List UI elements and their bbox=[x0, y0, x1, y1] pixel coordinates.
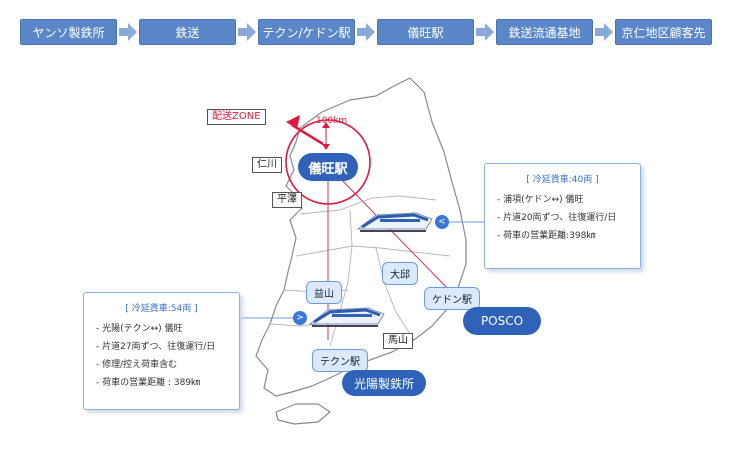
radius-label: 100km bbox=[316, 116, 348, 126]
arrow-right-icon bbox=[357, 23, 375, 41]
city-incheon: 仁川 bbox=[252, 157, 282, 173]
step-distribution-base: 鉄送流通基地 bbox=[496, 19, 593, 45]
info-line: - 片道27両ずつ、往復運行/日 bbox=[96, 342, 216, 352]
tekun-station: テクン駅 bbox=[312, 349, 368, 372]
step-keijin-customers: 京仁地区顧客先 bbox=[615, 19, 712, 45]
zone-arrow-icon bbox=[286, 115, 300, 129]
delivery-zone-label: 配送ZONE bbox=[207, 109, 266, 125]
uiwang-station-badge: 儀旺駅 bbox=[298, 153, 358, 181]
posco-badge: POSCO bbox=[463, 307, 541, 335]
arrow-right-icon bbox=[595, 23, 613, 41]
chevron-left-icon[interactable]: < bbox=[435, 215, 449, 229]
step-uiwang-station: 儀旺駅 bbox=[377, 19, 474, 45]
info-line: - 片道20両ずつ、往復運行/日 bbox=[497, 213, 617, 223]
train-icon bbox=[356, 212, 433, 232]
city-daegu: 大邱 bbox=[382, 262, 418, 285]
city-iksan: 益山 bbox=[306, 281, 342, 304]
info-panel-title: [ 冷延貨車:54両 ] bbox=[125, 304, 198, 314]
info-line: - 修理/控え荷車含む bbox=[96, 360, 178, 370]
info-line: - 荷車の営業距離 : 389㎞ bbox=[96, 378, 201, 388]
step-tekun-gedon-station: テクン/ケドン駅 bbox=[258, 19, 355, 45]
info-line: - 荷車の営業距離:398㎞ bbox=[497, 231, 596, 241]
city-pyeongtaek: 平澤 bbox=[272, 192, 302, 208]
city-masan: 馬山 bbox=[383, 333, 413, 349]
chevron-right-icon[interactable]: > bbox=[293, 311, 307, 325]
gwangyang-steelworks-badge: 光陽製鉄所 bbox=[342, 370, 426, 396]
step-rail-transport: 鉄送 bbox=[139, 19, 236, 45]
gedon-station: ケドン駅 bbox=[424, 287, 480, 310]
info-panel-title: [ 冷延貨車:40両 ] bbox=[526, 175, 599, 185]
jeju-island bbox=[275, 403, 331, 425]
process-flow: ヤンソ製鉄所 鉄送 テクン/ケドン駅 儀旺駅 鉄送流通基地 京仁地区顧客先 bbox=[20, 19, 720, 47]
info-panel-pohang: [ 冷延貨車:40両 ] - 浦項(ケドン↔) 儀旺 - 片道20両ずつ、往復運… bbox=[484, 163, 641, 269]
step-yanso-steelworks: ヤンソ製鉄所 bbox=[20, 19, 117, 45]
arrow-right-icon bbox=[476, 23, 494, 41]
arrow-right-icon bbox=[119, 23, 137, 41]
info-line: - 光陽(テクン↔) 儀旺 bbox=[96, 324, 183, 334]
arrow-right-icon bbox=[238, 23, 256, 41]
info-line: - 浦項(ケドン↔) 儀旺 bbox=[497, 195, 584, 205]
info-panel-gwangyang: [ 冷延貨車:54両 ] - 光陽(テクン↔) 儀旺 - 片道27両ずつ、往復運… bbox=[83, 292, 240, 410]
train-icon bbox=[308, 307, 385, 327]
rail-line-gedon bbox=[333, 171, 456, 297]
